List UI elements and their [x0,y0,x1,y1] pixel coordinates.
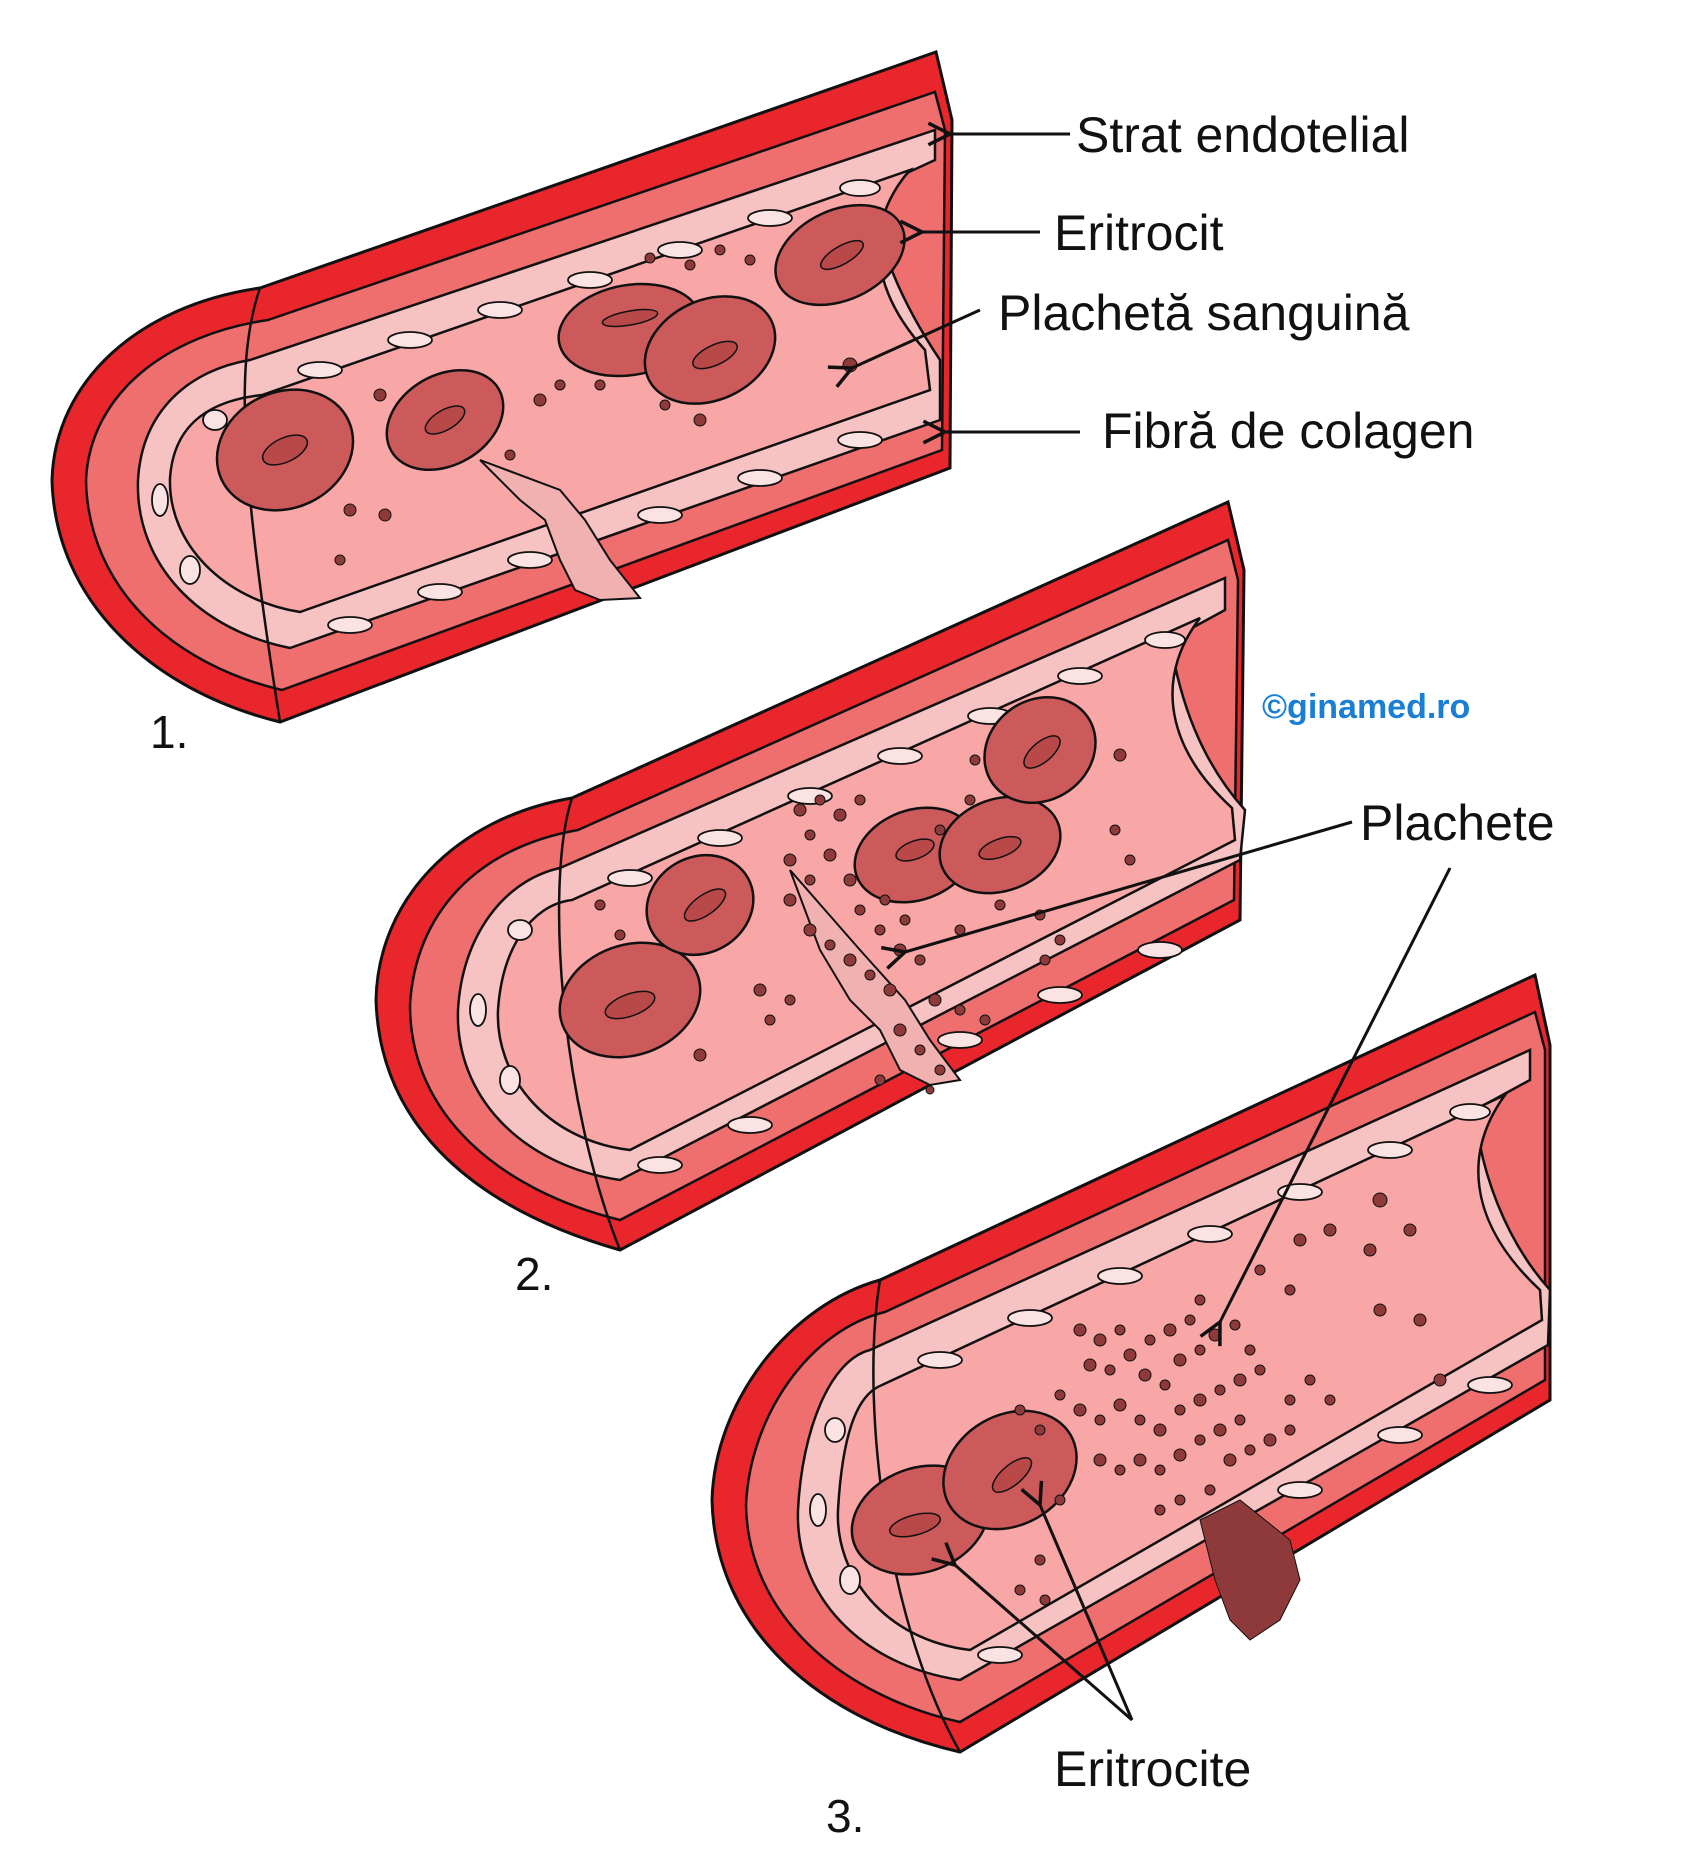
arrow-erythrocytes-a [955,1565,1133,1722]
label-erythrocyte: Eritrocit [1054,205,1224,261]
vessel-3-clot-plug [1199,1499,1301,1641]
label-arrows [852,134,1452,1722]
vessel-stage-2 [374,499,1247,1252]
watermark: ©ginamed.ro [1262,688,1470,726]
arrow-platelet [852,308,981,368]
vessel-3-endothelial-cells [809,1103,1513,1664]
label-collagen: Fibră de colagen [1102,403,1474,459]
vessel-2-endothelial-cells [469,631,1186,1174]
label-platelets: Plachete [1360,795,1555,851]
stage-number-3: 3. [826,1790,864,1842]
vessel-stage-1 [50,50,954,724]
label-erythrocytes: Eritrocite [1054,1741,1251,1797]
vessel-1-endothelial-cells [151,179,883,634]
label-platelet: Plachetă sanguină [998,285,1410,341]
arrow-erythrocytes-b [1040,1505,1134,1721]
stage-number-1: 1. [150,706,188,758]
vessel-3-platelets [1014,1192,1447,1606]
vessel-1-platelets [334,244,858,566]
arrow-platelets-3 [1220,867,1452,1322]
vessel-2-platelets [594,748,1136,1095]
arrow-platelets-2 [905,820,1353,952]
stage-number-2: 2. [515,1248,553,1300]
vessel-2-wall-tear [789,869,962,1087]
label-endothelial: Strat endotelial [1076,107,1410,163]
vessel-1-wall-tear [479,459,642,602]
